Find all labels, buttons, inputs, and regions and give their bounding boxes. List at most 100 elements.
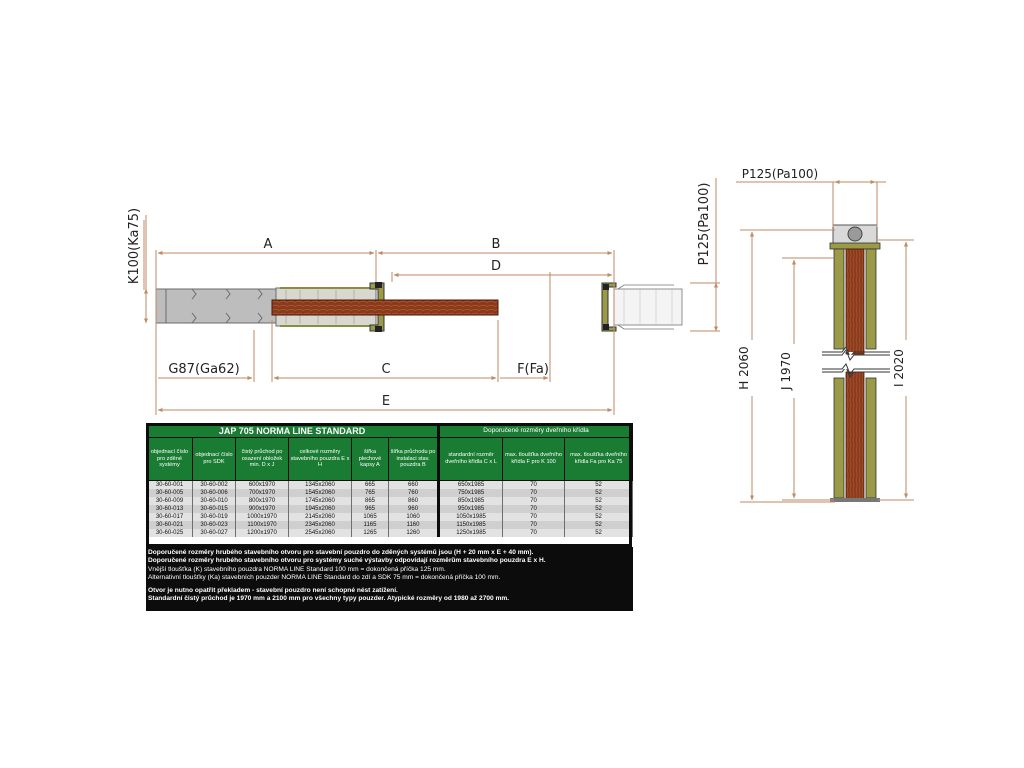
table-cell: 1745x2060 [288, 497, 352, 505]
dim-f-label: F(Fa) [517, 362, 549, 377]
table-cell: 52 [564, 529, 634, 537]
elevation-dimension-labels: H 2060 J 1970 I 2020 P125(Pa100) [737, 167, 913, 398]
table-column-header: čistý průchod po osazení obložek min. D … [235, 437, 289, 481]
elevation-frame-right-lower [865, 377, 877, 499]
dim-g-label: G87(Ga62) [168, 362, 239, 377]
table-cell: 1545x2060 [288, 489, 352, 497]
table-cell: 2545x2060 [288, 529, 352, 537]
table-cell: 965 [351, 505, 389, 513]
table-column-header: celkové rozměry stavebního pouzdra E x H [288, 437, 352, 481]
spec-table: JAP 705 NORMA LINE STANDARD Doporučené r… [145, 423, 634, 537]
table-cell: 30-60-005 [146, 489, 193, 497]
note-line: Standardní čistý průchod je 1970 mm a 21… [148, 595, 510, 603]
table-cell: 30-60-019 [192, 513, 236, 521]
elevation-frame-left-lower [833, 377, 845, 499]
table-cell: 52 [564, 521, 634, 529]
table-cell: 950x1985 [437, 505, 504, 513]
table-cell: 1050x1985 [437, 513, 504, 521]
table-cell: 70 [502, 480, 566, 489]
table-cell: 52 [564, 489, 634, 497]
table-cell: 52 [564, 497, 634, 505]
pocket-body [155, 288, 277, 324]
table-cell: 1160 [387, 521, 440, 529]
table-cell: 760 [387, 489, 440, 497]
plan-dimensions [143, 178, 720, 415]
table-cell: 30-60-002 [192, 480, 236, 489]
table-column-header: objednací číslo pro zděné systémy [146, 437, 193, 481]
dim-k-label: K100(Ka75) [127, 208, 142, 284]
table-cell: 30-60-027 [192, 529, 236, 537]
dim-p-vertical-label: P125(Pa100) [697, 183, 712, 266]
elevation-frame-left-upper [833, 248, 845, 350]
table-cell: 1065 [351, 513, 389, 521]
dim-b-label: B [492, 237, 501, 252]
dim-c-label: C [381, 362, 390, 377]
dim-d-label: D [491, 259, 501, 274]
table-cell: 70 [502, 513, 566, 521]
table-column-header: max. tloušťka dveřního křídla F pro K 10… [502, 437, 566, 481]
table-cell: 750x1985 [437, 489, 504, 497]
plan-section [155, 282, 683, 332]
door-leaf [271, 299, 499, 316]
table-cell: 30-60-010 [192, 497, 236, 505]
table-title-row: JAP 705 NORMA LINE STANDARD Doporučené r… [145, 423, 634, 438]
table-cell: 1345x2060 [288, 480, 352, 489]
elevation-frame-right-upper [865, 248, 877, 350]
table-title: JAP 705 NORMA LINE STANDARD [145, 423, 440, 438]
table-cell: 70 [502, 529, 566, 537]
table-cell: 30-60-023 [192, 521, 236, 529]
table-cell: 52 [564, 505, 634, 513]
table-column-header: šířka průchodu po instalaci stav. pouzdr… [387, 437, 440, 481]
table-cell: 70 [502, 497, 566, 505]
table-cell: 1060 [387, 513, 440, 521]
table-cell: 660 [387, 480, 440, 489]
pocket-jamb [369, 282, 385, 332]
table-cell: 860 [387, 497, 440, 505]
dim-j-label: J 1970 [779, 352, 793, 391]
table-cell: 1165 [351, 521, 389, 529]
dim-i-label: I 2020 [892, 349, 906, 387]
table-cell: 865 [351, 497, 389, 505]
table-cell: 800x1970 [235, 497, 289, 505]
table-cell: 665 [351, 480, 389, 489]
table-column-header: šířka plechové kapsy A [351, 437, 389, 481]
dim-e-label: E [382, 394, 390, 409]
dim-a-label: A [264, 237, 273, 252]
notes-block: Doporučené rozměry hrubého stavebního ot… [146, 547, 633, 611]
table-cell: 1150x1985 [437, 521, 504, 529]
table-cell: 700x1970 [235, 489, 289, 497]
note-line: Alternativní tloušťky (Ka) stavebních po… [148, 573, 501, 581]
elevation-leaf-lower [845, 371, 865, 501]
table-cell: 30-60-013 [146, 505, 193, 513]
dim-h-label: H 2060 [737, 346, 751, 389]
table-column-header: objednací číslo pro SDK [192, 437, 236, 481]
table-cell: 70 [502, 489, 566, 497]
table-cell: 900x1970 [235, 505, 289, 513]
table-cell: 30-60-006 [192, 489, 236, 497]
table-cell: 765 [351, 489, 389, 497]
table-cell: 850x1985 [437, 497, 504, 505]
table-cell: 2345x2060 [288, 521, 352, 529]
note-line: Otvor je nutno opatřit překladem - stave… [148, 587, 398, 595]
table-cell: 30-60-001 [146, 480, 193, 489]
table-cell: 30-60-021 [146, 521, 193, 529]
table-cell: 1945x2060 [288, 505, 352, 513]
table-column-header: standardní rozměr dveřního křídla C x L [437, 437, 504, 481]
table-column-header: max. tloušťka dveřního křídla Fa pro Ka … [564, 437, 634, 481]
elevation-dimensions [736, 180, 914, 503]
table-cell: 70 [502, 505, 566, 513]
table-cell: 650x1985 [437, 480, 504, 489]
note-line: Doporučené rozměry hrubého stavebního ot… [148, 549, 534, 556]
table-cell: 2145x2060 [288, 513, 352, 521]
table-cell: 1265 [351, 529, 389, 537]
